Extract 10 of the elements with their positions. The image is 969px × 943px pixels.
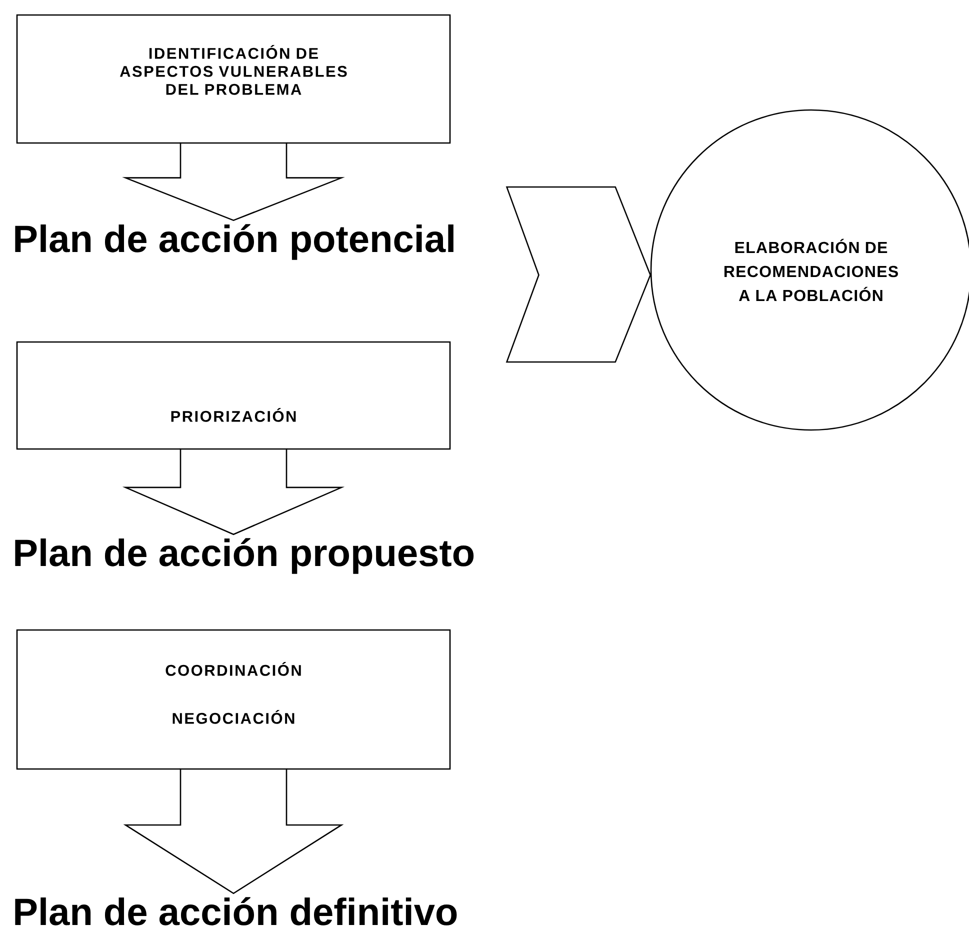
stage-heading: Plan de acción potencial <box>15 224 454 260</box>
process-box: IDENTIFICACIÓN DE ASPECTOS VULNERABLES DEL PROBLEMA <box>16 14 451 144</box>
stage-heading: Plan de acción propuesto <box>15 538 474 574</box>
block-arrow <box>122 142 345 222</box>
block-arrow <box>123 768 344 894</box>
block-arrow <box>122 448 345 536</box>
process-box: PRIORIZACIÓN <box>16 341 451 450</box>
stage-heading: Plan de acción definitivo <box>15 897 457 926</box>
process-box: COORDINACIÓN NEGOCIACIÓN <box>16 629 451 770</box>
chevron-arrow <box>506 186 652 363</box>
